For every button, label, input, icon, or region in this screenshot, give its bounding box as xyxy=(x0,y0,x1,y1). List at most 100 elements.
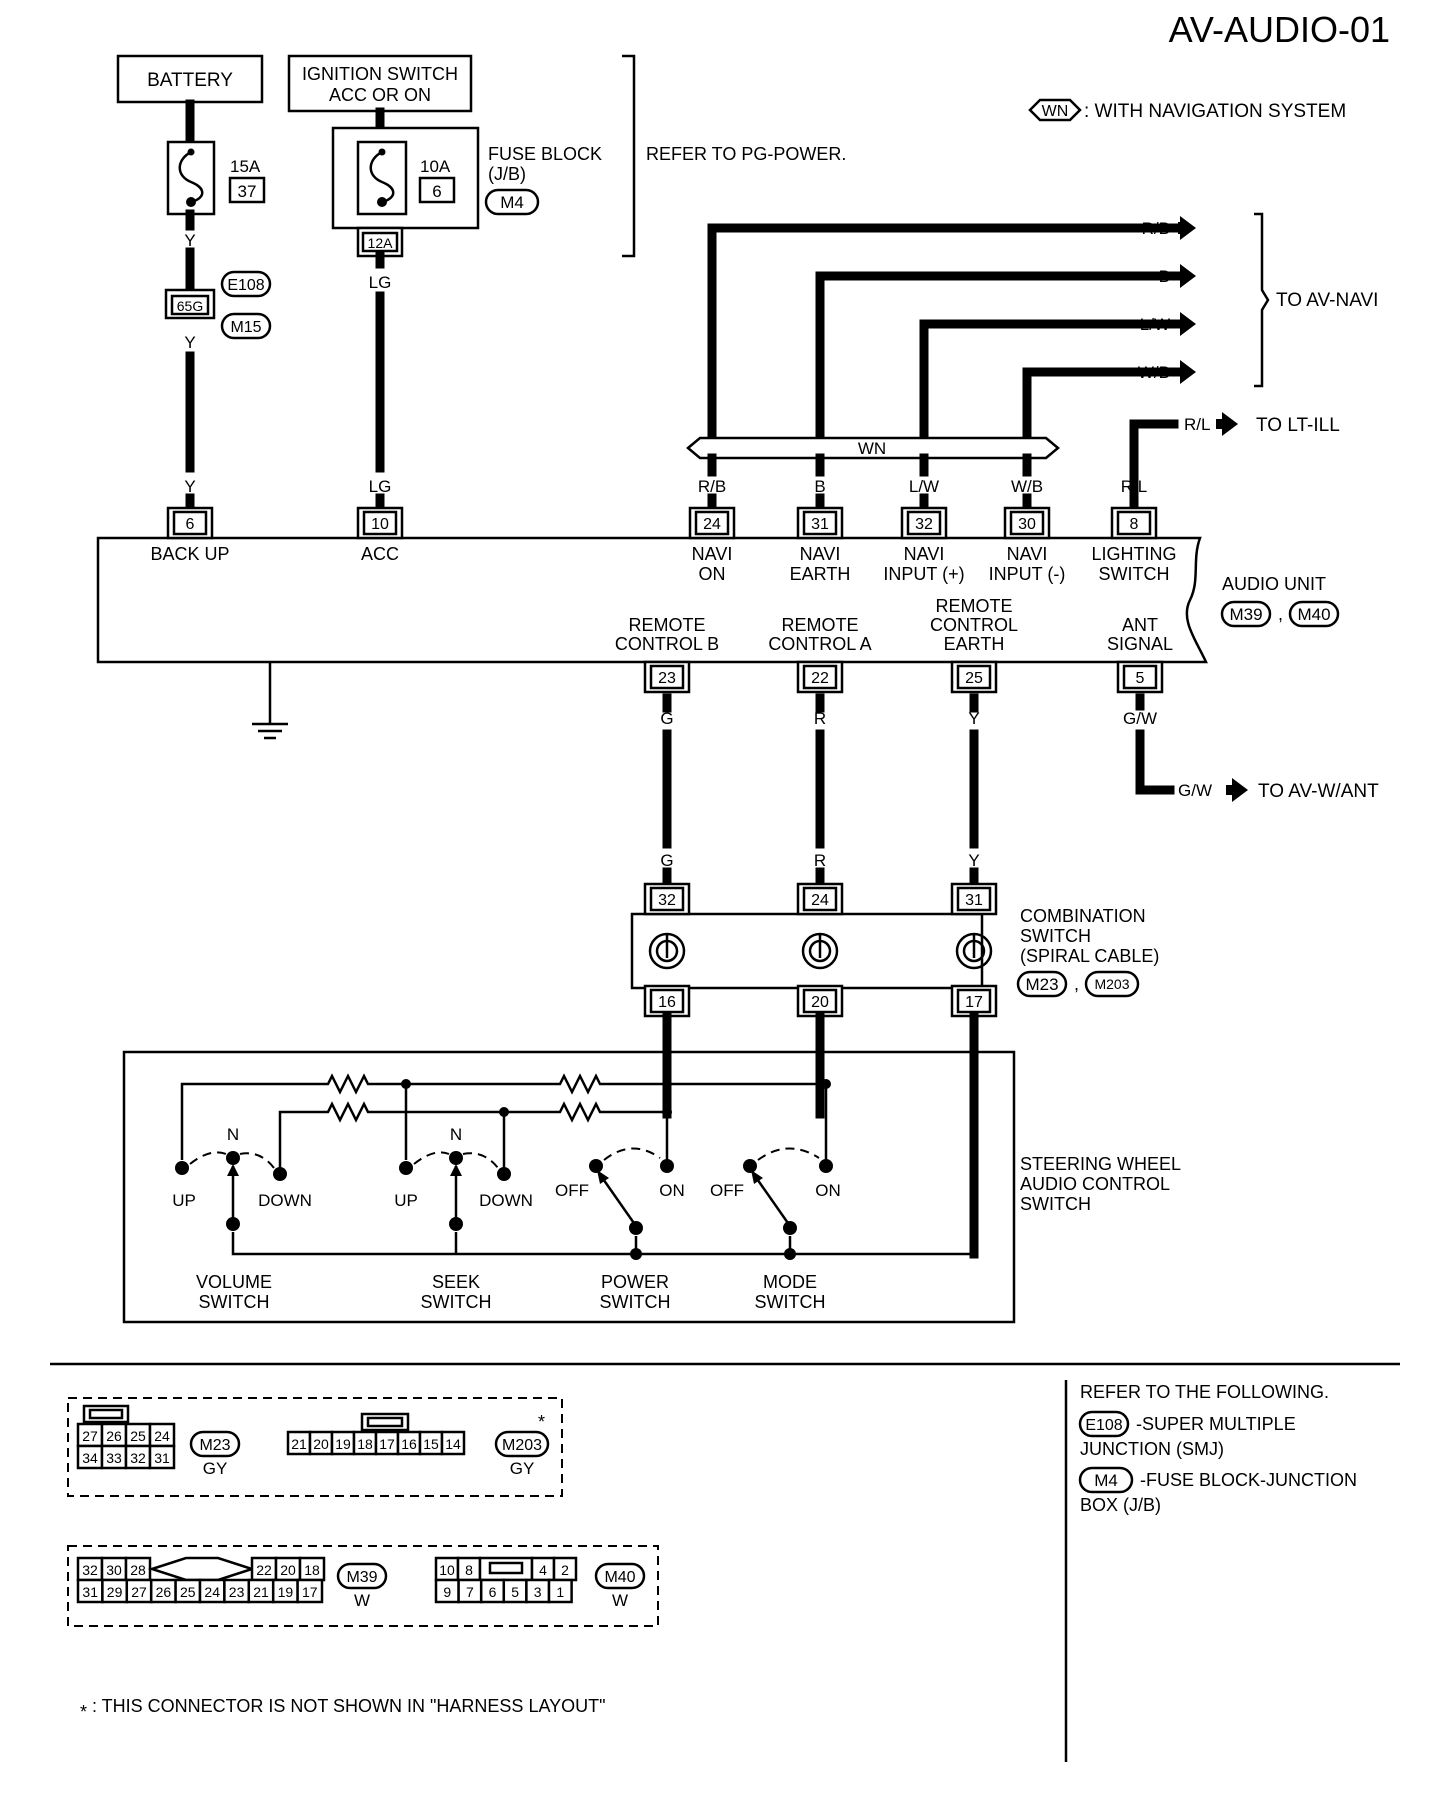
remote-wire-y-top: Y xyxy=(968,709,979,728)
m39-cell-20: 20 xyxy=(280,1562,296,1578)
unit-pin-sublabel-24: ON xyxy=(699,564,726,584)
m39-cell-24: 24 xyxy=(204,1584,220,1600)
audio-unit-conn2: M40 xyxy=(1297,605,1330,624)
to-lt-ill: TO LT-ILL xyxy=(1256,415,1340,436)
unit-pin-25-number: 25 xyxy=(965,670,983,687)
m39-cell-30: 30 xyxy=(106,1562,122,1578)
m40-cell-3: 3 xyxy=(534,1584,542,1600)
remote-wire-g-bottom: G xyxy=(660,851,673,870)
unit-pin-sublabel-31: EARTH xyxy=(790,564,851,584)
unit-bottom-label-25-0: REMOTE xyxy=(935,596,1012,616)
comb-pin-bottom-17: 17 xyxy=(950,984,998,1018)
m39-cell-32: 32 xyxy=(82,1562,98,1578)
fuse1-num: 37 xyxy=(238,182,257,201)
conn-tag-M203: M203 xyxy=(502,1437,542,1454)
seek-up: UP xyxy=(394,1191,418,1210)
volume-n: N xyxy=(227,1125,239,1144)
steering-line1: STEERING WHEEL xyxy=(1020,1154,1181,1174)
lighting-wire: R/L TO LT-ILL xyxy=(1129,412,1340,503)
unit-pin-label-30: NAVI xyxy=(1007,544,1048,564)
unit-pin-8-number: 8 xyxy=(1130,516,1139,533)
m203-cell-21: 21 xyxy=(291,1436,307,1452)
m40-cell-9: 9 xyxy=(443,1584,451,1600)
audio-unit: AUDIO UNIT M39 , M40 xyxy=(96,536,1340,664)
unit-pin-label-8: LIGHTING xyxy=(1091,544,1176,564)
comb-pin-top-32: 32 xyxy=(643,882,691,916)
connector-face-group-2 xyxy=(67,1545,659,1627)
volume-switch-label2: SWITCH xyxy=(199,1292,270,1312)
m39-cell-31: 31 xyxy=(82,1584,98,1600)
fuse-block-pin: 12A xyxy=(368,235,394,251)
spiral-cable-icon-1 xyxy=(648,932,686,970)
m40-cell-5: 5 xyxy=(511,1584,519,1600)
m39-cell-21: 21 xyxy=(253,1584,269,1600)
fuse2-num: 6 xyxy=(432,182,441,201)
unit-pin-label-32: NAVI xyxy=(904,544,945,564)
ant-wire: G/W G/W TO AV-W/ANT xyxy=(1123,693,1379,802)
seek-switch-label1: SEEK xyxy=(432,1272,480,1292)
navi-wire-lw: L/W xyxy=(1140,315,1170,334)
m39-cell-29: 29 xyxy=(107,1584,123,1600)
spiral-cable-icon-3 xyxy=(955,932,993,970)
m40-cell-8: 8 xyxy=(465,1562,473,1578)
wire-y-3: Y xyxy=(184,477,195,496)
refer-e108-conn: E108 xyxy=(1085,1417,1122,1434)
m39-cell-27: 27 xyxy=(131,1584,147,1600)
m40-cell-4: 4 xyxy=(539,1562,547,1578)
unit-pin-30-number: 30 xyxy=(1018,516,1036,533)
m40-cell-10: 10 xyxy=(439,1562,455,1578)
comb-pin-bottom-16: 16 xyxy=(643,984,691,1018)
conn-color-M40: W xyxy=(612,1591,628,1610)
m203-cell-14: 14 xyxy=(445,1436,461,1452)
m23-cell-26: 26 xyxy=(106,1428,122,1444)
ignition-line2: ACC OR ON xyxy=(329,85,431,105)
unit-pin-10: 10 xyxy=(356,506,404,540)
unit-pin-25: 25 xyxy=(950,660,998,694)
seek-n: N xyxy=(450,1125,462,1144)
unit-pin-label-6: BACK UP xyxy=(150,544,229,564)
unit-bottom-label-25-2: EARTH xyxy=(944,634,1005,654)
to-av-want: TO AV-W/ANT xyxy=(1258,781,1379,802)
unit-pin-22-number: 22 xyxy=(811,670,829,687)
unit-pin-sublabel-8: SWITCH xyxy=(1099,564,1170,584)
fuse-15a: 15A 37 xyxy=(166,140,266,216)
diagram-title: AV-AUDIO-01 xyxy=(1169,9,1390,50)
power-switch-label1: POWER xyxy=(601,1272,669,1292)
fuse-block: 10A 6 FUSE BLOCK (J/B) M4 xyxy=(331,126,602,230)
unit-wire-lw: L/W xyxy=(909,477,939,496)
wire-lg-1: LG xyxy=(369,273,392,292)
conn-color-M39: W xyxy=(354,1591,370,1610)
m203-cell-15: 15 xyxy=(423,1436,439,1452)
unit-bottom-label-23-1: CONTROL B xyxy=(615,634,719,654)
m23-cell-24: 24 xyxy=(154,1428,170,1444)
svg-text:,: , xyxy=(1278,604,1283,624)
unit-pin-8: 8 xyxy=(1110,506,1158,540)
power-off: OFF xyxy=(555,1181,589,1200)
m40-cell-7: 7 xyxy=(466,1584,474,1600)
unit-wire-wb: W/B xyxy=(1011,477,1043,496)
m203-cell-18: 18 xyxy=(357,1436,373,1452)
unit-pin-5: 5 xyxy=(1116,660,1164,694)
unit-pin-31: 31 xyxy=(796,506,844,540)
m40-cell-1: 1 xyxy=(556,1584,564,1600)
refer-section: REFER TO THE FOLLOWING. E108 -SUPER MULT… xyxy=(1078,1382,1357,1515)
steering-line2: AUDIO CONTROL xyxy=(1020,1174,1170,1194)
unit-wire-b: B xyxy=(814,477,825,496)
remote-wire-g-top: G xyxy=(660,709,673,728)
m23-cell-33: 33 xyxy=(106,1450,122,1466)
conn-tag-M39: M39 xyxy=(346,1569,377,1586)
spiral-cable-icon-2 xyxy=(801,932,839,970)
connector-face-group-1 xyxy=(67,1397,563,1497)
m23-cell-34: 34 xyxy=(82,1450,98,1466)
legend-text: : WITH NAVIGATION SYSTEM xyxy=(1084,101,1346,122)
remote-wire-r-bottom: R xyxy=(814,851,826,870)
m23-cell-27: 27 xyxy=(82,1428,98,1444)
wire-y-1: Y xyxy=(184,231,195,250)
comb-pin-top-32-number: 32 xyxy=(658,892,676,909)
conn-color-M23: GY xyxy=(203,1459,228,1478)
unit-pin-5-number: 5 xyxy=(1136,670,1145,687)
conn-tag-M40: M40 xyxy=(604,1569,635,1586)
